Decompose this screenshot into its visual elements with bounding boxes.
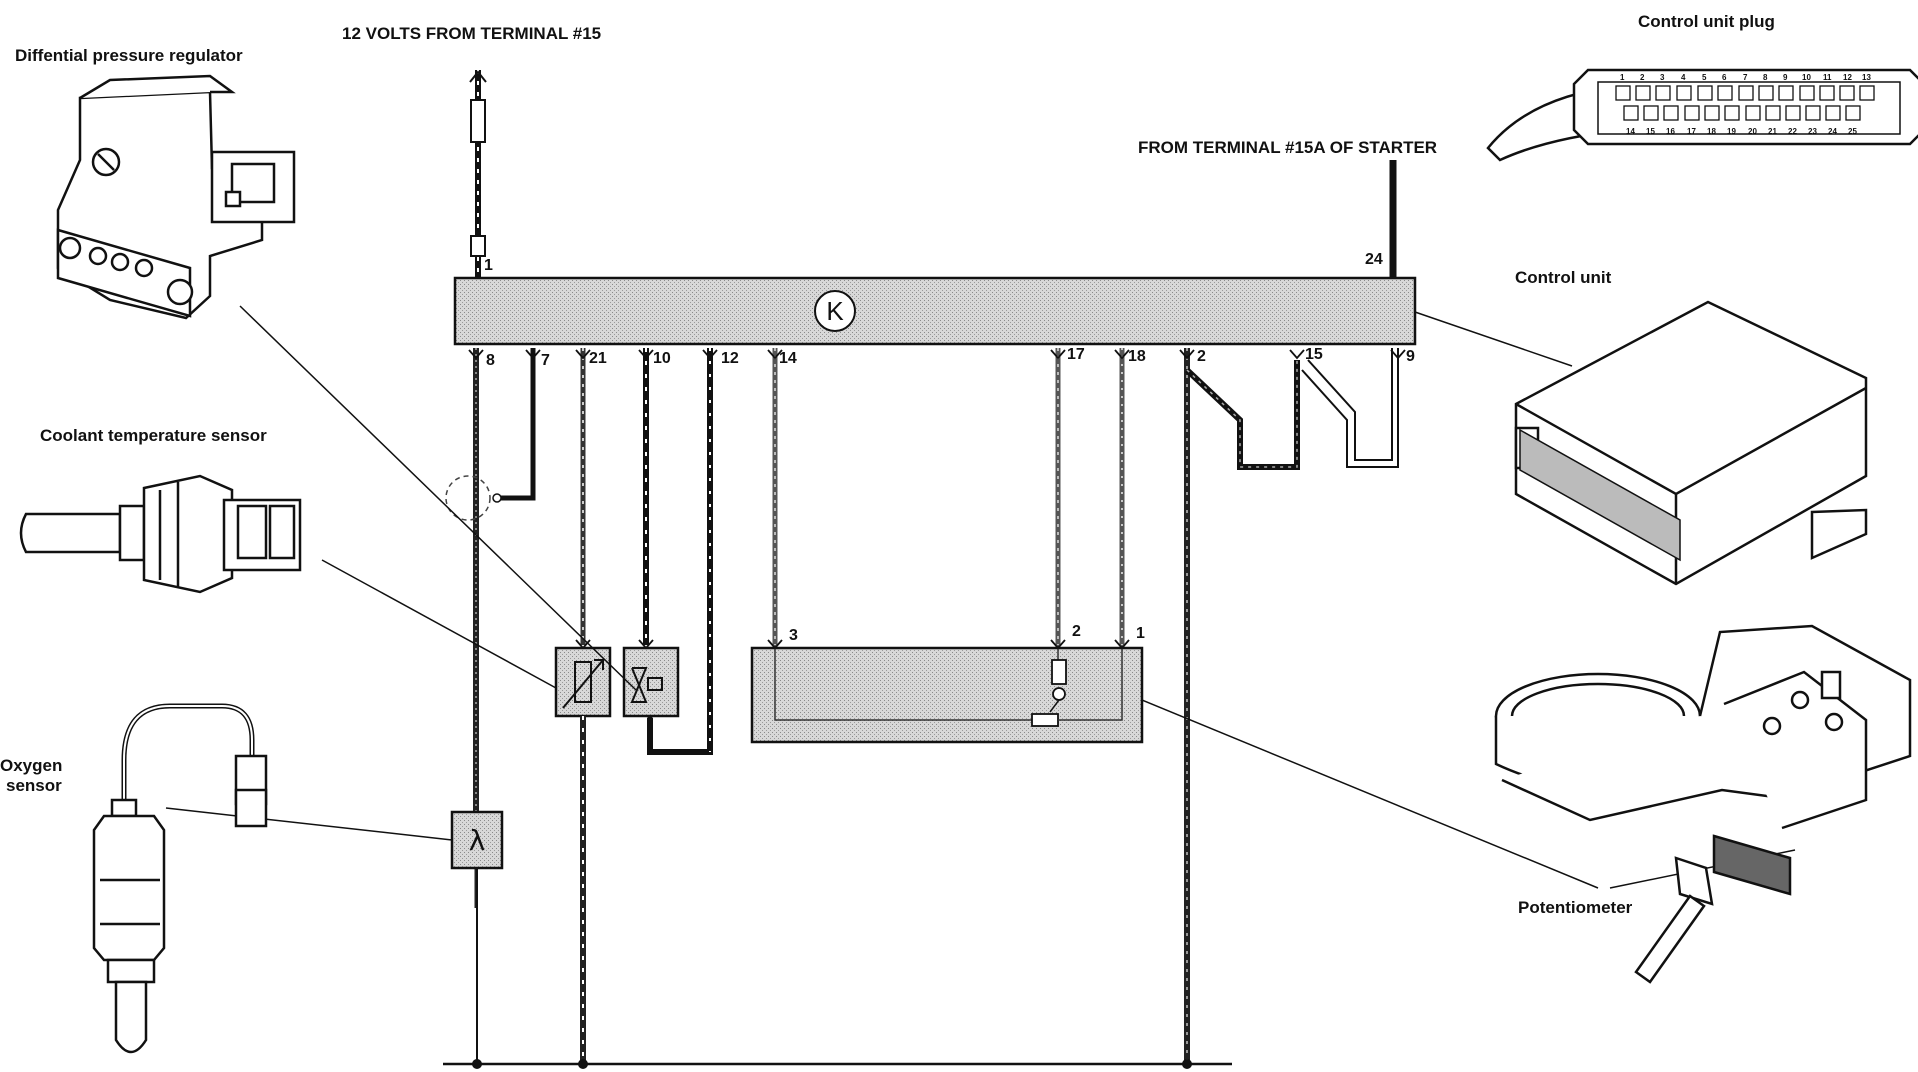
- pin-label: 21: [589, 350, 607, 367]
- control-unit-symbol: K: [826, 296, 844, 326]
- fuse-icon: [470, 99, 486, 143]
- control-unit-plug-illustration: [1486, 68, 1918, 162]
- oxygen-sensor-illustration: [92, 703, 268, 1054]
- plug-pin-cells: [1615, 85, 1875, 121]
- svg-text:5: 5: [1702, 73, 1707, 82]
- svg-text:10: 10: [1802, 73, 1811, 82]
- starter-label: FROM TERMINAL #15A OF STARTER: [1138, 138, 1438, 157]
- svg-text:6: 6: [1722, 73, 1727, 82]
- svg-text:7: 7: [1743, 73, 1748, 82]
- svg-text:19: 19: [1727, 127, 1736, 136]
- control-unit-box: K 1 24: [453, 251, 1417, 346]
- pin-label: 14: [779, 350, 797, 367]
- svg-text:22: 22: [1788, 127, 1797, 136]
- lambda-symbol: λ: [469, 824, 486, 857]
- pin-label: 10: [653, 350, 671, 367]
- svg-text:18: 18: [1707, 127, 1716, 136]
- svg-text:9: 9: [1783, 73, 1788, 82]
- svg-text:16: 16: [1666, 127, 1675, 136]
- svg-text:21: 21: [1768, 127, 1777, 136]
- pin-label: 9: [1406, 348, 1415, 365]
- pin-label: 12: [721, 350, 739, 367]
- control-unit-illustration: [1514, 300, 1868, 586]
- svg-text:12: 12: [1843, 73, 1852, 82]
- svg-text:2: 2: [1640, 73, 1645, 82]
- plug-pin-labels: 1 2 3 4 5 6 7 8 9 10 11 12 13 14 15 16 1…: [1620, 73, 1871, 136]
- pin-label: 17: [1067, 346, 1085, 363]
- pin-label: 7: [541, 352, 550, 369]
- supply-wire: [469, 70, 487, 278]
- pin-label: 3: [789, 627, 798, 644]
- lambda-box: λ: [450, 810, 504, 870]
- svg-text:1: 1: [1620, 73, 1625, 82]
- svg-text:3: 3: [1660, 73, 1665, 82]
- throttle-body-illustration: [1494, 624, 1912, 984]
- pin-label: 2: [1072, 623, 1081, 640]
- pin-label: 15: [1305, 346, 1323, 363]
- control-unit-label: Control unit: [1515, 268, 1612, 287]
- potentiometer-label: Potentiometer: [1518, 898, 1633, 917]
- cu-bottom-pins: 8 7 21 10 12 14 17 18 2 15 9: [486, 346, 1415, 369]
- supply-label: 12 VOLTS FROM TERMINAL #15: [342, 24, 602, 43]
- diff-pressure-regulator-illustration: [56, 74, 296, 320]
- coolant-resistor-box: [554, 639, 612, 718]
- connector-icon: [470, 235, 486, 257]
- ground-bus: [443, 1059, 1232, 1069]
- coolant-sensor-label: Coolant temperature sensor: [40, 426, 267, 445]
- leader-lines: [165, 305, 1796, 889]
- pin-label: 8: [486, 352, 495, 369]
- svg-text:17: 17: [1687, 127, 1696, 136]
- potentiometer-box: 3 2 1: [750, 623, 1145, 744]
- pin-label: 18: [1128, 348, 1146, 365]
- svg-text:25: 25: [1848, 127, 1857, 136]
- diff-pressure-regulator-label: Diffential pressure regulator: [15, 46, 243, 65]
- pin-label: 24: [1365, 251, 1383, 268]
- svg-text:20: 20: [1748, 127, 1757, 136]
- pin-label: 2: [1197, 348, 1206, 365]
- pin-arrows: [468, 349, 1406, 360]
- svg-text:13: 13: [1862, 73, 1871, 82]
- oxygen-sensor-label-1: Oxygen: [0, 756, 63, 775]
- svg-text:14: 14: [1626, 127, 1635, 136]
- pin-label: 1: [484, 257, 493, 274]
- svg-text:24: 24: [1828, 127, 1837, 136]
- svg-text:23: 23: [1808, 127, 1817, 136]
- pressure-regulator-box: [622, 639, 680, 718]
- coolant-sensor-illustration: [19, 474, 302, 594]
- oxygen-sensor-label-2: sensor: [6, 776, 62, 795]
- svg-text:15: 15: [1646, 127, 1655, 136]
- svg-text:11: 11: [1823, 73, 1832, 82]
- pin-label: 1: [1136, 625, 1145, 642]
- svg-text:8: 8: [1763, 73, 1768, 82]
- control-unit-plug-label: Control unit plug: [1638, 12, 1775, 31]
- svg-text:4: 4: [1681, 73, 1686, 82]
